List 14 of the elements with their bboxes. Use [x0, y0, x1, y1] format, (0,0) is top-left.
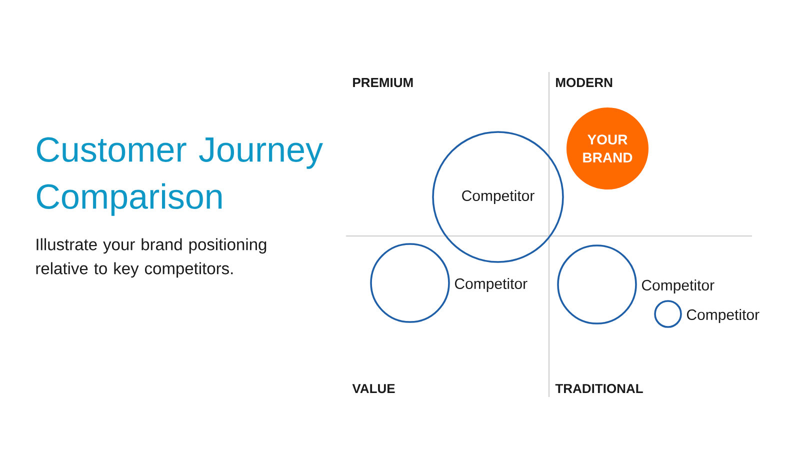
- bubble: Competitor: [432, 131, 564, 263]
- bubble: [370, 243, 450, 323]
- bubble: YOUR BRAND: [566, 108, 648, 190]
- bubble-label: Competitor: [642, 280, 714, 294]
- axis-label: TRADITIONAL: [555, 384, 643, 394]
- axis-label: PREMIUM: [353, 78, 413, 88]
- subtitle: Illustrate your brand positioning relative to key competitors.: [36, 238, 266, 278]
- title: Customer Journey Comparison: [36, 137, 323, 216]
- bubble: [557, 244, 637, 324]
- bubble-label: Competitor: [454, 278, 528, 292]
- axis-label: VALUE: [352, 384, 395, 394]
- axis-label: MODERN: [556, 78, 612, 88]
- bubble-label: Competitor: [686, 309, 760, 323]
- bubble: [654, 300, 682, 328]
